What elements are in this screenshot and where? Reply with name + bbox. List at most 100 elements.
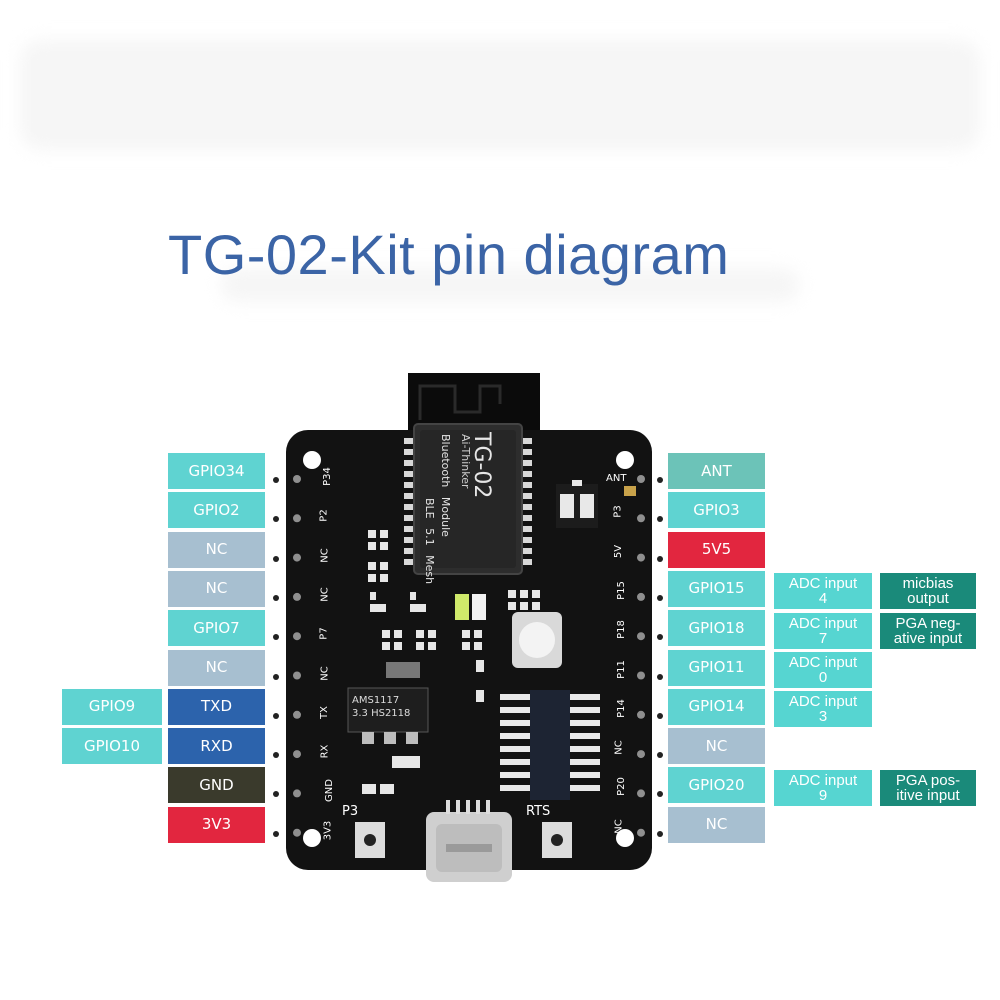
mount-hole [616, 451, 634, 469]
chip-leg [570, 759, 600, 765]
module-pad [404, 526, 414, 532]
module-pad [522, 504, 532, 510]
pin-dot [657, 634, 663, 641]
right-pin-label: GPIO18 [668, 610, 765, 647]
right-pin-label: NC [668, 728, 765, 765]
silk-label: P11 [615, 659, 627, 679]
chip-leg [500, 720, 530, 726]
module-name: TG-02 [469, 432, 494, 499]
module-pad [404, 537, 414, 543]
module-text: TG-02 Ai-Thinker Bluetooth Module BLE 5.… [414, 424, 522, 584]
silk-label: NC [613, 740, 625, 755]
chip-leg [570, 707, 600, 713]
pin-dot [273, 712, 279, 719]
module-pad [522, 460, 532, 466]
silk-label: P2 [318, 509, 330, 522]
pin-dot [273, 555, 279, 562]
module-brand: Ai-Thinker [459, 434, 472, 489]
module-pad [404, 438, 414, 444]
function-label: PGA pos- itive input [880, 770, 976, 806]
header-pin [293, 632, 301, 641]
regulator-text: AMS1117 3.3 HS2118 [352, 694, 428, 720]
chip-leg [570, 746, 600, 752]
silk-label: NC [613, 818, 625, 834]
pin-dot [657, 791, 663, 798]
adc-label: ADC input 3 [774, 691, 872, 727]
function-label: micbias output [880, 573, 976, 609]
chip-leg [500, 733, 530, 739]
adc-label: ADC input 7 [774, 613, 872, 649]
silk-label: NC [319, 665, 331, 681]
background-haze [20, 40, 980, 150]
header-pin [293, 553, 301, 562]
header-pin [293, 828, 301, 837]
pin-dot [273, 673, 279, 680]
module-pad [522, 515, 532, 521]
left-pin-label: RXD [168, 728, 265, 765]
left-pin-label: 3V3 [168, 806, 265, 843]
usb-serial-chip [530, 690, 570, 800]
module-pad [522, 438, 532, 444]
regulator-line: 3.3 HS2118 [352, 708, 411, 719]
module-pad [404, 559, 414, 565]
mount-hole [616, 829, 634, 847]
pin-dot [657, 712, 663, 719]
pin-dot [657, 830, 663, 837]
pin-dot [273, 634, 279, 641]
module-pad [404, 504, 414, 510]
right-pin-label: GPIO3 [668, 492, 765, 529]
header-pin [293, 789, 301, 798]
module-pad [404, 449, 414, 455]
module-line: 5.1 [423, 528, 436, 546]
chip-leg [570, 694, 600, 700]
chip-leg [500, 694, 530, 700]
left-pin-label: TXD [168, 688, 265, 725]
header-pin [637, 789, 645, 798]
module-pad [522, 559, 532, 565]
silk-label: P7 [318, 627, 330, 640]
pin-dot [657, 477, 663, 483]
pin-dot [657, 752, 663, 759]
silk-label: P3 [612, 505, 624, 518]
header-pin [293, 671, 301, 680]
silk-label: NC [319, 587, 331, 602]
adc-label: ADC input 4 [774, 573, 872, 609]
header-pin [293, 475, 301, 483]
module-line: BLE [423, 498, 436, 519]
chip-leg [570, 733, 600, 739]
pin-dot [273, 516, 279, 523]
header-pin [637, 750, 645, 759]
module-pad [522, 471, 532, 477]
module-pad [522, 449, 532, 455]
pin-dot [657, 594, 663, 601]
regulator-line: AMS1117 [352, 695, 400, 706]
chip-leg [570, 785, 600, 791]
function-label: PGA neg- ative input [880, 613, 976, 649]
antenna-trace [418, 384, 502, 420]
silk-label: NC [319, 547, 331, 563]
module-pad [404, 493, 414, 499]
silk-label: P15 [615, 581, 627, 600]
pin-dot [273, 752, 279, 759]
silk-label: 5V [613, 544, 625, 558]
silk-label: P34 [321, 467, 333, 486]
pin-dot [273, 477, 279, 483]
adc-label: ADC input 0 [774, 652, 872, 688]
led-green [455, 594, 469, 620]
header-pin [637, 592, 645, 601]
chip-leg [500, 785, 530, 791]
module-pad [522, 537, 532, 543]
silk-label: 3V3 [322, 820, 334, 840]
background-haze [220, 268, 800, 302]
silk-label: P20 [615, 777, 627, 797]
right-pin-label: GPIO11 [668, 649, 765, 686]
module-pad [522, 526, 532, 532]
silk-label: P18 [615, 620, 627, 640]
chip-leg [500, 707, 530, 713]
module-line: Mesh [423, 555, 436, 585]
module-pad [522, 548, 532, 554]
module-pad [404, 460, 414, 466]
silk-label: GND [323, 779, 335, 803]
